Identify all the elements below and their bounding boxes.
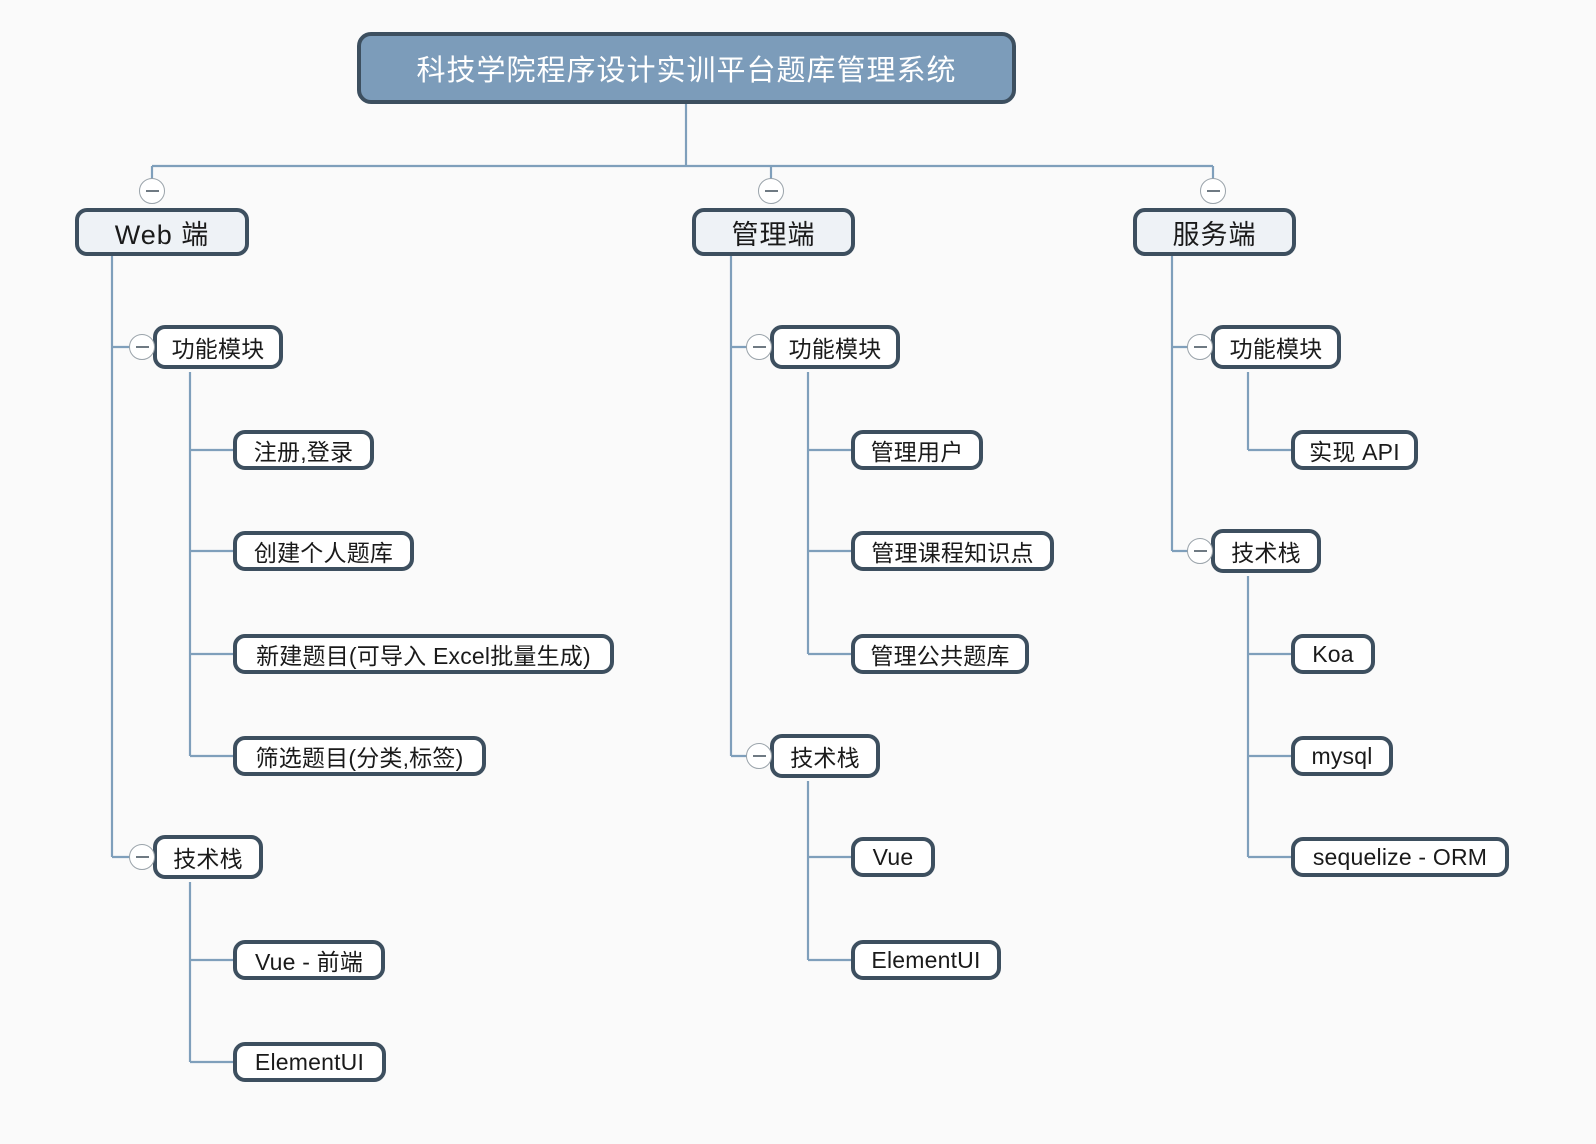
branch-node-admin-label: 管理端	[731, 219, 816, 250]
leaf-node-web-func-3[interactable]: 新建题目(可导入 Excel批量生成)	[233, 634, 614, 674]
group-node-web-tech[interactable]: 技术栈	[153, 835, 263, 879]
leaf-node-web-func-1-label: 注册,登录	[253, 439, 354, 465]
branch-node-server[interactable]: 服务端	[1133, 208, 1296, 256]
toggle-minus-circle-icon-admin-func[interactable]	[746, 334, 772, 360]
leaf-node-admin-func-1-label: 管理用户	[870, 439, 964, 465]
leaf-node-admin-func-2[interactable]: 管理课程知识点	[851, 531, 1054, 571]
group-node-server-func-label: 功能模块	[1229, 336, 1323, 362]
toggle-minus-circle-icon-server-tech[interactable]	[1187, 538, 1213, 564]
leaf-node-web-tech-2[interactable]: ElementUI	[233, 1042, 386, 1082]
leaf-node-server-func-1-label: 实现 API	[1309, 439, 1400, 465]
leaf-node-web-func-1[interactable]: 注册,登录	[233, 430, 374, 470]
toggle-minus-circle-icon-admin-tech[interactable]	[746, 743, 772, 769]
leaf-node-admin-func-1[interactable]: 管理用户	[851, 430, 983, 470]
root-node[interactable]: 科技学院程序设计实训平台题库管理系统	[357, 32, 1016, 104]
leaf-node-web-tech-1[interactable]: Vue - 前端	[233, 940, 385, 980]
branch-node-web-label: Web 端	[114, 219, 210, 250]
group-node-admin-func[interactable]: 功能模块	[770, 325, 900, 369]
branch-node-web[interactable]: Web 端	[75, 208, 249, 256]
leaf-node-admin-tech-1[interactable]: Vue	[851, 837, 935, 877]
leaf-node-web-tech-2-label: ElementUI	[254, 1048, 365, 1075]
group-node-web-tech-label: 技术栈	[173, 846, 243, 872]
leaf-node-admin-func-2-label: 管理课程知识点	[871, 540, 1034, 566]
leaf-node-web-func-3-label: 新建题目(可导入 Excel批量生成)	[256, 643, 591, 669]
leaf-node-web-func-2-label: 创建个人题库	[253, 540, 394, 566]
leaf-node-admin-func-3-label: 管理公共题库	[870, 643, 1010, 669]
toggle-minus-circle-icon-web[interactable]	[139, 178, 165, 204]
leaf-node-admin-tech-2-label: ElementUI	[871, 946, 981, 973]
group-node-server-tech-label: 技术栈	[1231, 540, 1301, 566]
leaf-node-admin-tech-1-label: Vue	[872, 843, 914, 870]
branch-node-server-label: 服务端	[1172, 219, 1257, 250]
leaf-node-web-func-2[interactable]: 创建个人题库	[233, 531, 414, 571]
leaf-node-server-func-1[interactable]: 实现 API	[1291, 430, 1418, 470]
leaf-node-server-tech-3[interactable]: sequelize - ORM	[1291, 837, 1509, 877]
toggle-minus-circle-icon-server-func[interactable]	[1187, 334, 1213, 360]
group-node-web-func-label: 功能模块	[171, 336, 265, 362]
group-node-admin-func-label: 功能模块	[788, 336, 882, 362]
group-node-web-func[interactable]: 功能模块	[153, 325, 283, 369]
group-node-admin-tech-label: 技术栈	[790, 745, 860, 771]
group-node-admin-tech[interactable]: 技术栈	[770, 734, 880, 778]
leaf-node-server-tech-1-label: Koa	[1312, 640, 1354, 667]
branch-node-admin[interactable]: 管理端	[692, 208, 855, 256]
root-node-label: 科技学院程序设计实训平台题库管理系统	[416, 55, 957, 87]
toggle-minus-circle-icon-web-func[interactable]	[129, 334, 155, 360]
toggle-minus-circle-icon-admin[interactable]	[758, 178, 784, 204]
toggle-minus-circle-icon-server[interactable]	[1200, 178, 1226, 204]
leaf-node-admin-func-3[interactable]: 管理公共题库	[851, 634, 1029, 674]
group-node-server-func[interactable]: 功能模块	[1211, 325, 1341, 369]
leaf-node-web-tech-1-label: Vue - 前端	[254, 949, 364, 975]
leaf-node-web-func-4[interactable]: 筛选题目(分类,标签)	[233, 736, 486, 776]
leaf-node-server-tech-3-label: sequelize - ORM	[1312, 843, 1488, 870]
leaf-node-server-tech-2[interactable]: mysql	[1291, 736, 1393, 776]
leaf-node-web-func-4-label: 筛选题目(分类,标签)	[255, 745, 464, 771]
toggle-minus-circle-icon-web-tech[interactable]	[129, 844, 155, 870]
group-node-server-tech[interactable]: 技术栈	[1211, 529, 1321, 573]
leaf-node-server-tech-1[interactable]: Koa	[1291, 634, 1375, 674]
leaf-node-server-tech-2-label: mysql	[1311, 742, 1373, 769]
leaf-node-admin-tech-2[interactable]: ElementUI	[851, 940, 1001, 980]
